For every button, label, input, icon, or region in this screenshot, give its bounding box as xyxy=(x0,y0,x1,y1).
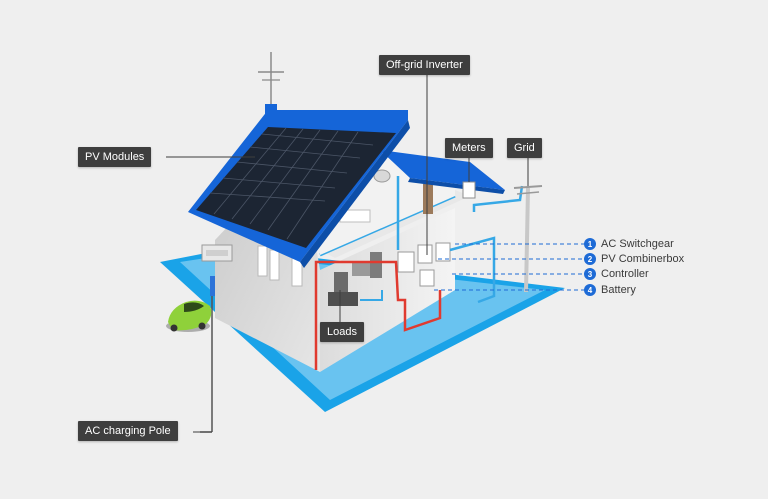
car-wheel xyxy=(198,322,206,330)
legend-leaders xyxy=(434,243,584,291)
side-roof xyxy=(380,150,505,190)
inverter-unit xyxy=(397,251,415,273)
main-roof-edge xyxy=(300,120,410,268)
pv-modules-callout: PV Modules xyxy=(78,147,152,167)
side-roof-shade xyxy=(408,178,505,194)
off-grid-inverter-callout: Off-grid Inverter xyxy=(379,55,470,75)
ac-charging-pole-callout: AC charging Pole xyxy=(78,421,178,441)
ac-wire xyxy=(360,290,383,301)
ac-unit-vent xyxy=(206,250,228,256)
grid-pole xyxy=(524,187,530,293)
appliance xyxy=(334,272,348,294)
legend-label: PV Combinerbox xyxy=(601,253,685,265)
dc-wire xyxy=(314,260,442,370)
car-wheel xyxy=(170,324,178,332)
legend-label: AC Switchgear xyxy=(601,238,674,250)
grid-crossarm xyxy=(513,185,543,189)
grid-callout: Grid xyxy=(507,138,542,158)
legend-number-badge: 1 xyxy=(584,238,596,250)
legend-item-ac-switchgear: 1 AC Switchgear xyxy=(584,237,674,251)
battery-unit xyxy=(419,269,435,287)
window xyxy=(257,245,268,277)
appliance xyxy=(328,292,358,306)
legend-number-badge: 2 xyxy=(584,253,596,265)
legend-number-badge: 3 xyxy=(584,268,596,280)
pv-grid-lines xyxy=(209,127,374,240)
grid-crossarm xyxy=(516,191,540,195)
meters-callout: Meters xyxy=(445,138,493,158)
legend-item-controller: 3 Controller xyxy=(584,267,649,281)
legend-label: Controller xyxy=(601,268,649,280)
car-window xyxy=(184,302,204,312)
chimney xyxy=(265,104,277,126)
legend-item-battery: 4 Battery xyxy=(584,283,636,297)
combiner-unit xyxy=(417,244,433,264)
window xyxy=(269,249,280,281)
satellite-dish xyxy=(373,169,391,183)
door xyxy=(423,184,433,214)
appliance xyxy=(370,252,382,278)
appliance xyxy=(352,262,370,276)
meter-box xyxy=(462,181,476,199)
legend-item-pv-combinerbox: 2 PV Combinerbox xyxy=(584,252,684,266)
controller-unit xyxy=(435,242,451,262)
legend-label: Battery xyxy=(601,284,636,296)
legend-number-badge: 4 xyxy=(584,284,596,296)
loads-callout: Loads xyxy=(320,322,364,342)
charging-pole xyxy=(210,276,215,296)
